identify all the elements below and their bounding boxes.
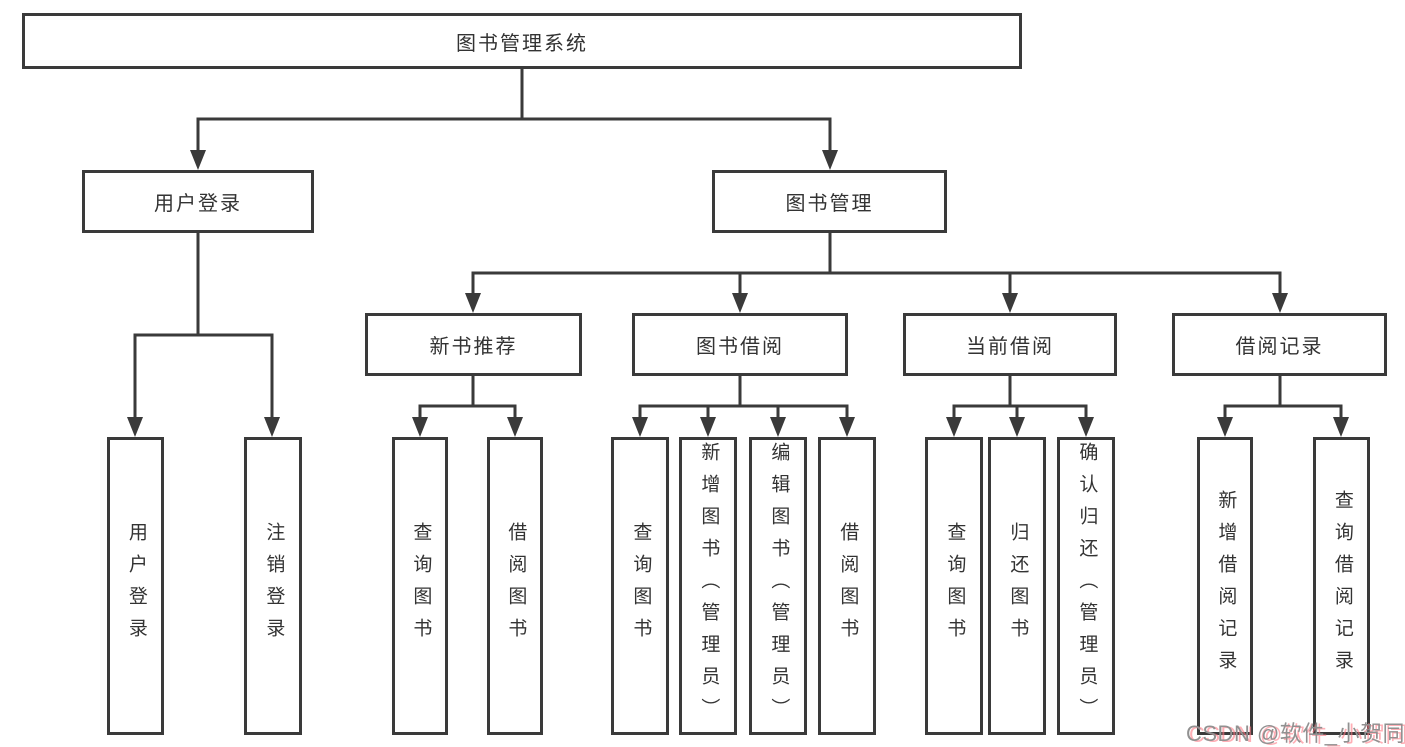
leaf-return-books-label: 归还图书 bbox=[1007, 522, 1029, 650]
arrowheads bbox=[127, 150, 1349, 437]
leaf-query-books-recommend-label: 查询图书 bbox=[410, 522, 432, 650]
leaf-borrow-books-borrowing: 借阅图书 bbox=[818, 437, 876, 735]
leaf-confirm-return-admin: 确认归还（管理员） bbox=[1057, 437, 1115, 735]
leaf-user-login-label: 用户登录 bbox=[125, 522, 147, 650]
leaf-borrow-books-recommend-label: 借阅图书 bbox=[505, 522, 527, 650]
leaf-return-books: 归还图书 bbox=[988, 437, 1046, 735]
leaf-borrow-books-borrowing-label: 借阅图书 bbox=[837, 522, 859, 650]
node-current-borrowing: 当前借阅 bbox=[903, 313, 1117, 376]
leaf-query-borrow-record: 查询借阅记录 bbox=[1313, 437, 1370, 735]
connector-group bbox=[133, 69, 1343, 419]
node-new-book-recommend: 新书推荐 bbox=[365, 313, 582, 376]
leaf-logout: 注销登录 bbox=[244, 437, 302, 735]
leaf-query-books-current: 查询图书 bbox=[925, 437, 983, 735]
node-new-book-recommend-label: 新书推荐 bbox=[429, 336, 518, 358]
leaf-query-books-borrowing: 查询图书 bbox=[611, 437, 669, 735]
leaf-query-books-borrowing-label: 查询图书 bbox=[630, 522, 652, 650]
node-book-borrowing-label: 图书借阅 bbox=[696, 336, 784, 358]
csdn-watermark: CSDN @软件_小贺同学 bbox=[1186, 721, 1405, 746]
leaf-query-borrow-record-label: 查询借阅记录 bbox=[1331, 490, 1353, 682]
leaf-add-books-admin: 新增图书（管理员） bbox=[679, 437, 737, 735]
leaf-query-books-recommend: 查询图书 bbox=[392, 437, 448, 735]
leaf-edit-books-admin-label: 编辑图书（管理员） bbox=[768, 442, 790, 730]
leaf-add-borrow-record-label: 新增借阅记录 bbox=[1215, 490, 1237, 682]
node-user-login: 用户登录 bbox=[82, 170, 314, 233]
leaf-borrow-books-recommend: 借阅图书 bbox=[487, 437, 543, 735]
node-borrowing-records: 借阅记录 bbox=[1172, 313, 1387, 376]
leaf-edit-books-admin: 编辑图书（管理员） bbox=[749, 437, 807, 735]
node-user-login-label: 用户登录 bbox=[154, 193, 242, 215]
leaf-logout-label: 注销登录 bbox=[263, 522, 285, 650]
node-current-borrowing-label: 当前借阅 bbox=[966, 336, 1054, 358]
leaf-user-login: 用户登录 bbox=[107, 437, 164, 735]
node-book-management-label: 图书管理 bbox=[785, 193, 874, 215]
node-borrowing-records-label: 借阅记录 bbox=[1235, 336, 1324, 358]
leaf-add-borrow-record: 新增借阅记录 bbox=[1197, 437, 1253, 735]
leaf-query-books-current-label: 查询图书 bbox=[944, 522, 966, 650]
leaf-add-books-admin-label: 新增图书（管理员） bbox=[698, 442, 720, 730]
leaf-confirm-return-admin-label: 确认归还（管理员） bbox=[1076, 442, 1098, 730]
node-book-borrowing: 图书借阅 bbox=[632, 313, 848, 376]
node-library-system: 图书管理系统 bbox=[22, 13, 1022, 69]
node-library-system-label: 图书管理系统 bbox=[456, 32, 588, 55]
node-book-management: 图书管理 bbox=[712, 170, 947, 233]
